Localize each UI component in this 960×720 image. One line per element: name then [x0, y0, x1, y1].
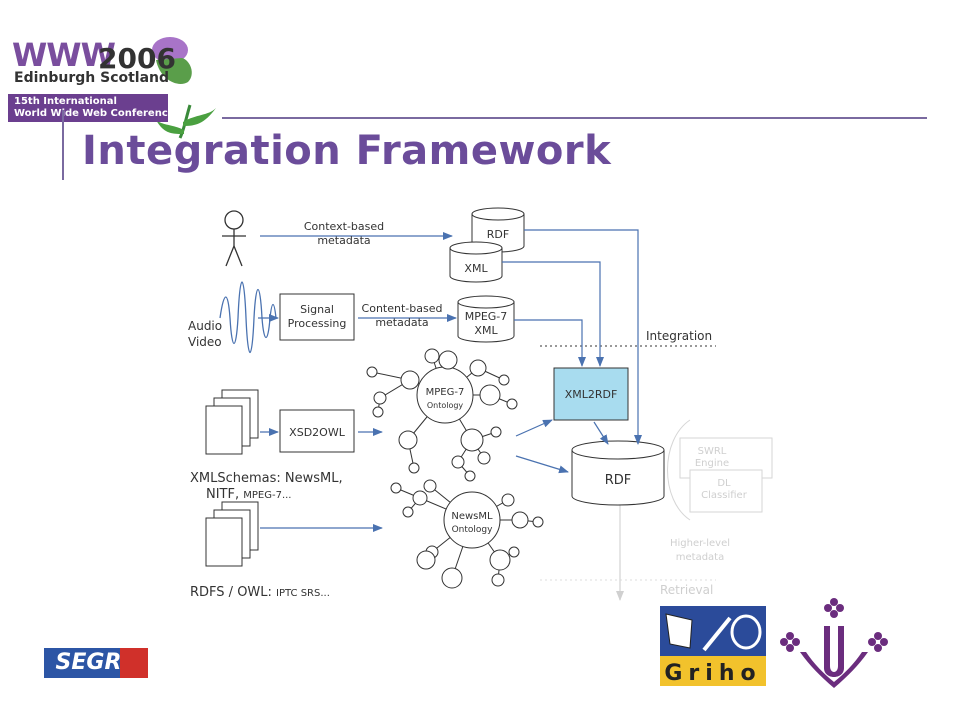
xmlschemas-line1: XMLSchemas: NewsML, [190, 471, 343, 486]
signal-label-1: Signal [300, 303, 334, 316]
segre-logo-stripe [120, 648, 148, 678]
signal-label-2: Processing [288, 317, 347, 330]
audio-label: Audio [188, 319, 222, 333]
slide-title: Integration Framework [82, 128, 612, 174]
video-label: Video [188, 335, 222, 349]
mpeg7-ontology-label-1: MPEG-7 [426, 387, 465, 398]
griho-label: Griho [664, 661, 761, 686]
person-icon [222, 210, 246, 267]
logo-place: Edinburgh Scotland [14, 70, 170, 86]
flow-arrows [258, 229, 642, 532]
xsd2owl-box [279, 409, 355, 453]
mpeg7xml-label-1: MPEG-7 [465, 310, 508, 323]
dl-label-1: DL [717, 478, 731, 489]
document-stack-icon [205, 389, 259, 567]
swrl-label-1: SWRL [698, 446, 727, 457]
xml-cylinder [449, 241, 503, 283]
newsml-ontology-label-2: Ontology [452, 525, 494, 535]
retrieval-label: Retrieval [660, 583, 713, 597]
xmlschemas-line2: NITF, MPEG-7... [206, 487, 291, 502]
content-label-2: metadata [375, 316, 428, 329]
university-lleida-logo [780, 598, 888, 688]
xsd2owl-label: XSD2OWL [289, 426, 346, 439]
griho-logo: Griho [660, 606, 766, 686]
newsml-ontology-label-1: NewsML [451, 511, 493, 522]
conference-logo [0, 30, 240, 139]
logo-conference-line1: 15th International [14, 96, 117, 107]
higher-level-label-2: metadata [676, 552, 724, 563]
xml2rdf-label: XML2RDF [565, 388, 618, 401]
xml2rdf-box [553, 367, 629, 421]
rdf-main-label: RDF [605, 473, 632, 488]
xml-top-label: XML [464, 262, 488, 275]
integration-label: Integration [646, 329, 712, 343]
rdf-top-label: RDF [487, 228, 509, 241]
mpeg7xml-label-2: XML [474, 324, 498, 337]
logo-conference-band [8, 94, 168, 122]
higher-level-label-1: Higher-level [670, 538, 730, 549]
context-label-1: Context-based [304, 220, 384, 233]
logo-conference-line2: World Wide Web Conference [14, 108, 175, 119]
thistle-icon [152, 37, 216, 139]
logo-year: 2006 [98, 42, 176, 75]
newsml-ontology-graph [390, 479, 544, 589]
rdfs-owl-label: RDFS / OWL: IPTC SRS... [190, 585, 330, 600]
logo-www: WWW [12, 36, 116, 74]
header-rule-horizontal [222, 117, 927, 119]
content-label-1: Content-based [362, 302, 443, 315]
header-rule-vertical [62, 110, 64, 180]
rdf-cylinder-main [571, 440, 665, 506]
swrl-label-2: Engine [695, 458, 729, 469]
context-label-2: metadata [317, 234, 370, 247]
mpeg7-ontology-graph [366, 348, 518, 482]
dl-label-2: Classifier [701, 490, 748, 501]
mpeg7-ontology-label-2: Ontology [427, 401, 464, 410]
mpeg7-xml-cylinder [457, 295, 515, 343]
audio-waveform-icon [219, 281, 277, 354]
signal-processing-box [279, 293, 355, 341]
